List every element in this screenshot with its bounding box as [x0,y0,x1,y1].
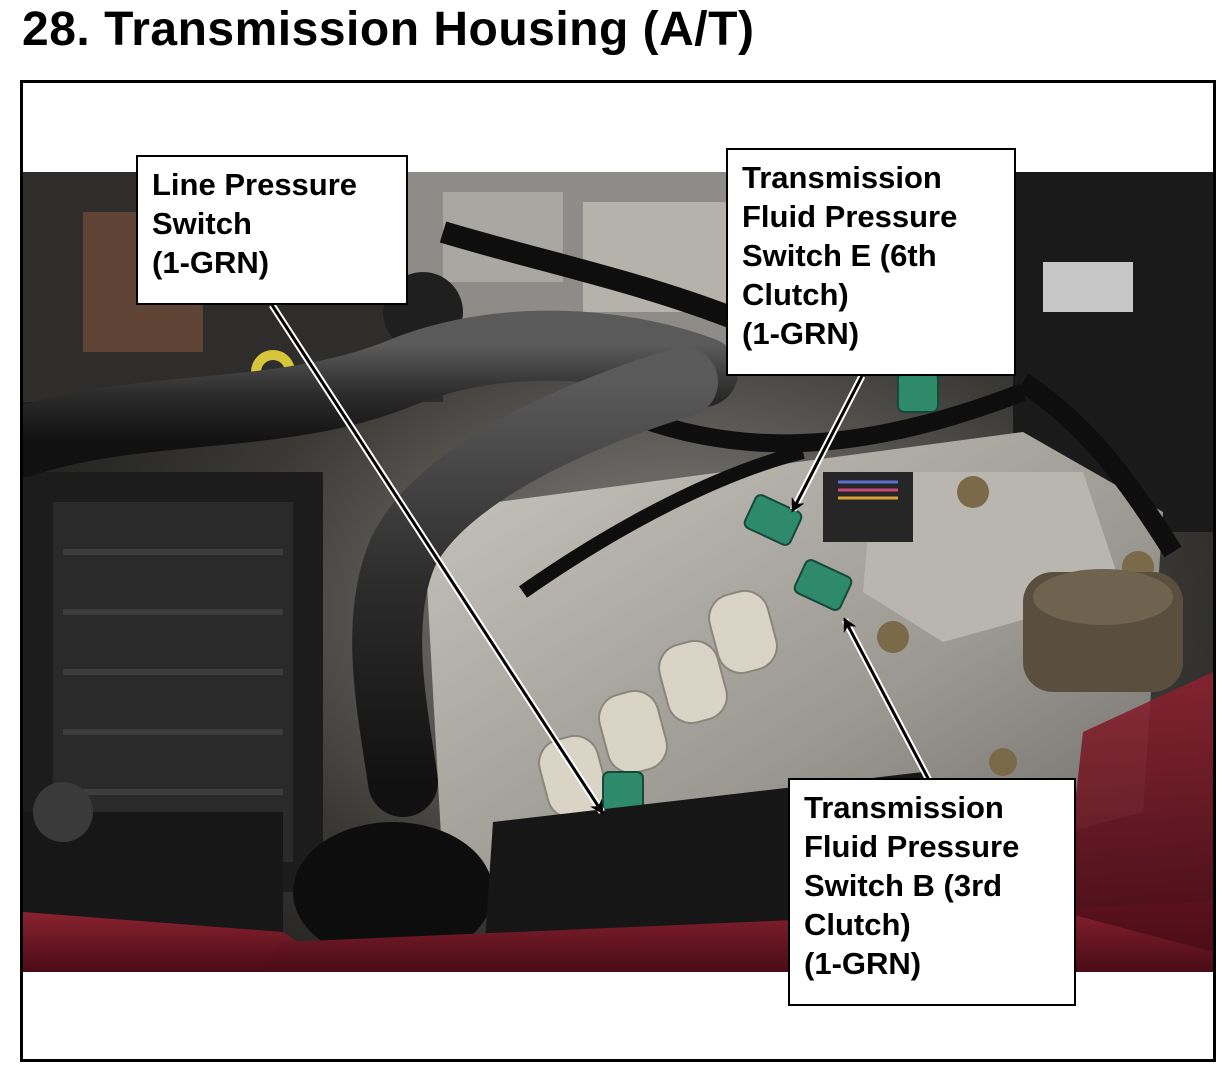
callout-line: Switch E (6th [742,238,937,273]
callout-line: Transmission [804,790,1004,825]
callout-line: Switch [152,206,252,241]
callout-line: (1-GRN) [742,316,860,351]
callout-line: (1-GRN) [804,946,922,981]
callout-fluid-pressure-switch-e: Transmission Fluid Pressure Switch E (6t… [726,148,1016,376]
callout-line: Clutch) [742,277,849,312]
callout-line-pressure-switch: Line Pressure Switch (1-GRN) [136,155,408,305]
callout-line: Fluid Pressure [804,829,1020,864]
callout-fluid-pressure-switch-b: Transmission Fluid Pressure Switch B (3r… [788,778,1076,1006]
callout-line: Transmission [742,160,942,195]
callout-line: Fluid Pressure [742,199,958,234]
callout-line: Line Pressure [152,167,358,202]
callout-line: Clutch) [804,907,911,942]
callout-line: (1-GRN) [152,245,270,280]
page-title: 28. Transmission Housing (A/T) [22,3,755,56]
callout-line: Switch B (3rd [804,868,1003,903]
